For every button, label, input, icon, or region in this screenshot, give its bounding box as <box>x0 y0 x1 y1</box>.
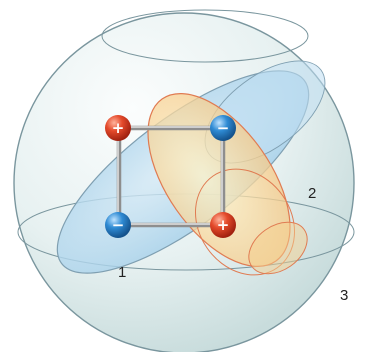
svg-text:+: + <box>112 119 125 137</box>
negative-charge-bottom-left: − <box>105 212 131 238</box>
bond-highlights <box>117 126 224 226</box>
svg-text:−: − <box>112 216 125 234</box>
negative-charge-top-right: − <box>210 115 236 141</box>
orange-ellipsoid <box>147 92 308 276</box>
label-1: 1 <box>118 264 126 281</box>
charge-square-bonds <box>116 125 226 228</box>
svg-text:+: + <box>217 216 230 234</box>
sphere-top-cap-ellipse <box>101 9 309 63</box>
label-3: 3 <box>340 287 348 304</box>
positive-charge-top-left: + <box>105 115 131 141</box>
svg-text:−: − <box>217 119 230 137</box>
positive-charge-bottom-right: + <box>210 212 236 238</box>
label-2: 2 <box>308 185 316 202</box>
